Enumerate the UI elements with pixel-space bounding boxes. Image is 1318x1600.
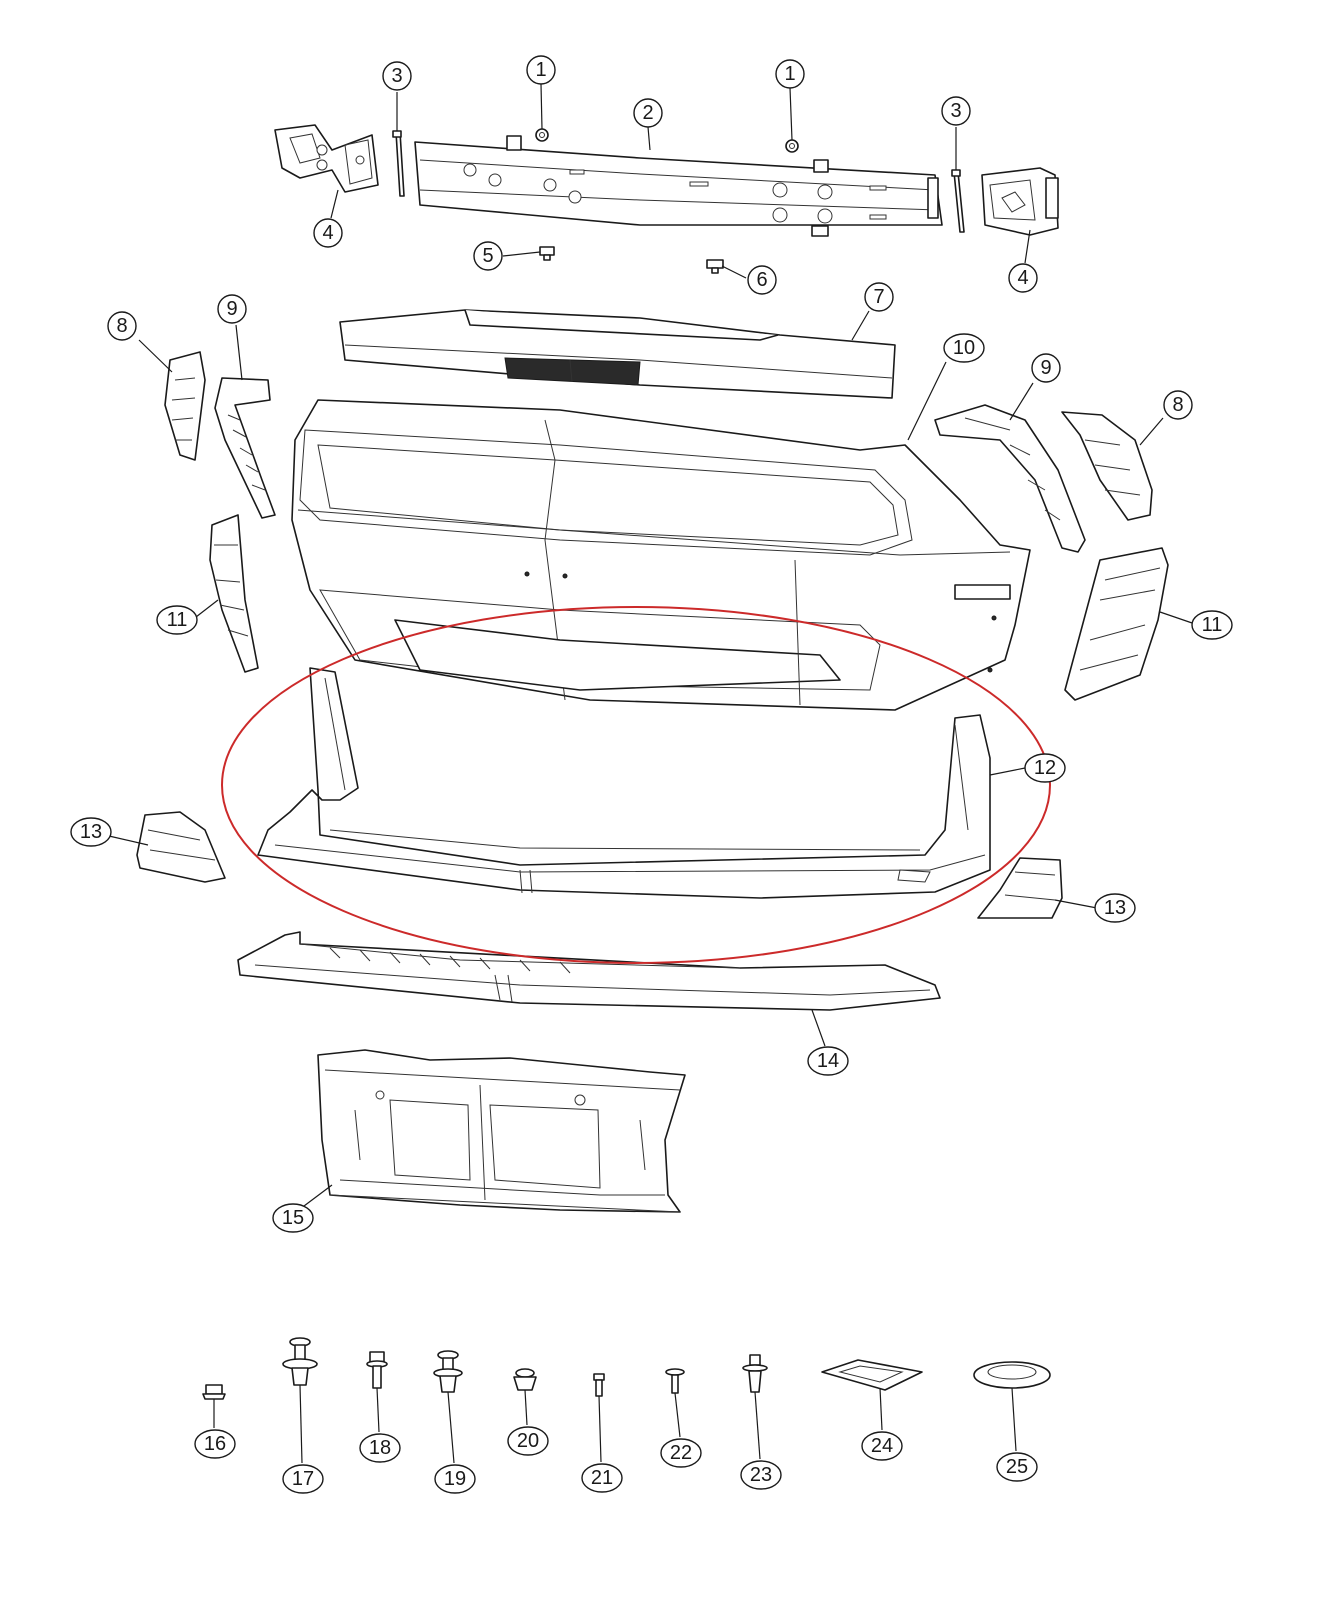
callout-label: 13 [80, 821, 102, 843]
part-screw-21[interactable] [593, 1373, 605, 1397]
part-side-trim-left[interactable] [209, 514, 259, 673]
callout-label: 3 [950, 100, 961, 122]
callout-label: 2 [642, 102, 653, 124]
callout-label: 8 [116, 315, 127, 337]
callout[interactable]: 13 [70, 817, 112, 847]
part-bolt-5[interactable] [539, 246, 555, 261]
part-nut-left[interactable] [535, 128, 549, 142]
callout-label: 7 [873, 286, 884, 308]
part-plug-25[interactable] [973, 1361, 1051, 1389]
part-push-pin-17[interactable] [282, 1337, 318, 1386]
callout-label: 12 [1034, 757, 1056, 779]
callout-label: 10 [953, 337, 975, 359]
callout[interactable]: 12 [1024, 753, 1066, 783]
callout[interactable]: 23 [740, 1460, 782, 1490]
part-side-bracket-right[interactable] [1061, 411, 1153, 521]
part-push-pin-23[interactable] [742, 1354, 768, 1393]
callout[interactable]: 20 [507, 1426, 549, 1456]
callout[interactable]: 11 [1191, 610, 1233, 640]
part-lower-splitter[interactable] [237, 931, 941, 1011]
callout[interactable]: 10 [943, 333, 985, 363]
part-corner-shield-left[interactable] [136, 811, 226, 883]
callout-label: 11 [1202, 614, 1223, 636]
callout-label: 3 [391, 65, 402, 87]
part-stud-right[interactable] [951, 169, 965, 233]
callout[interactable]: 2 [633, 98, 663, 128]
callout-label: 13 [1104, 897, 1126, 919]
callout[interactable]: 5 [473, 241, 503, 271]
part-lower-support[interactable] [317, 1049, 686, 1213]
callout-label: 17 [292, 1468, 314, 1490]
callout-label: 1 [784, 63, 795, 85]
callout-label: 22 [670, 1442, 692, 1464]
callout[interactable]: 15 [272, 1203, 314, 1233]
highlight-ellipse [221, 606, 1051, 964]
callout[interactable]: 18 [359, 1433, 401, 1463]
callout-label: 14 [817, 1050, 839, 1072]
part-reinforcement-bar[interactable] [414, 135, 943, 237]
callout-label: 1 [535, 59, 546, 81]
callout-label: 4 [1017, 267, 1028, 289]
callout-label: 11 [167, 609, 188, 631]
part-clip-20[interactable] [513, 1368, 537, 1391]
callout[interactable]: 6 [747, 265, 777, 295]
part-stud-left[interactable] [392, 130, 405, 197]
callout[interactable]: 11 [156, 605, 198, 635]
callout[interactable]: 4 [1008, 263, 1038, 293]
callout[interactable]: 8 [107, 311, 137, 341]
part-side-trim-right[interactable] [1064, 547, 1169, 701]
part-bolt-18[interactable] [366, 1351, 388, 1389]
part-plug-24[interactable] [821, 1359, 923, 1391]
part-fascia-support-right[interactable] [934, 404, 1086, 553]
part-nut-16[interactable] [202, 1384, 226, 1400]
part-bracket-left[interactable] [274, 124, 379, 193]
callout-label: 25 [1006, 1456, 1028, 1478]
callout-label: 24 [871, 1435, 893, 1457]
part-bumper-fascia[interactable] [291, 399, 1031, 711]
callout-label: 9 [226, 298, 237, 320]
callout[interactable]: 4 [313, 218, 343, 248]
callout-label: 4 [322, 222, 333, 244]
part-fascia-support-left[interactable] [214, 377, 276, 519]
callout[interactable]: 17 [282, 1464, 324, 1494]
callout-label: 8 [1172, 394, 1183, 416]
callout[interactable]: 21 [581, 1463, 623, 1493]
callout[interactable]: 3 [382, 61, 412, 91]
part-screw-22[interactable] [665, 1368, 685, 1394]
callout[interactable]: 8 [1163, 390, 1193, 420]
part-bolt-6[interactable] [706, 259, 724, 274]
part-nut-right[interactable] [785, 139, 799, 153]
part-side-bracket-left[interactable] [164, 351, 206, 461]
callout[interactable]: 9 [1031, 353, 1061, 383]
callout[interactable]: 16 [194, 1429, 236, 1459]
leader-lines [108, 83, 1196, 1464]
callout[interactable]: 1 [526, 55, 556, 85]
callout[interactable]: 25 [996, 1452, 1038, 1482]
callout-label: 5 [482, 245, 493, 267]
callout[interactable]: 14 [807, 1046, 849, 1076]
callout-label: 23 [750, 1464, 772, 1486]
callout[interactable]: 9 [217, 294, 247, 324]
part-push-pin-19[interactable] [433, 1350, 463, 1393]
callout-label: 15 [282, 1207, 304, 1229]
part-lower-air-dam[interactable] [257, 667, 991, 899]
callout-label: 6 [756, 269, 767, 291]
callout-label: 16 [204, 1433, 226, 1455]
part-corner-shield-right[interactable] [977, 857, 1063, 919]
callout-label: 20 [517, 1430, 539, 1452]
callout[interactable]: 22 [660, 1438, 702, 1468]
callout[interactable]: 7 [864, 282, 894, 312]
callout-label: 21 [591, 1467, 613, 1489]
callout[interactable]: 3 [941, 96, 971, 126]
callout[interactable]: 1 [775, 59, 805, 89]
callout-label: 18 [369, 1437, 391, 1459]
part-bracket-right[interactable] [981, 167, 1059, 236]
callout[interactable]: 19 [434, 1464, 476, 1494]
part-upper-trim[interactable] [339, 309, 896, 399]
callout-label: 19 [444, 1468, 466, 1490]
callout[interactable]: 13 [1094, 893, 1136, 923]
callout-label: 9 [1040, 357, 1051, 379]
callout[interactable]: 24 [861, 1431, 903, 1461]
